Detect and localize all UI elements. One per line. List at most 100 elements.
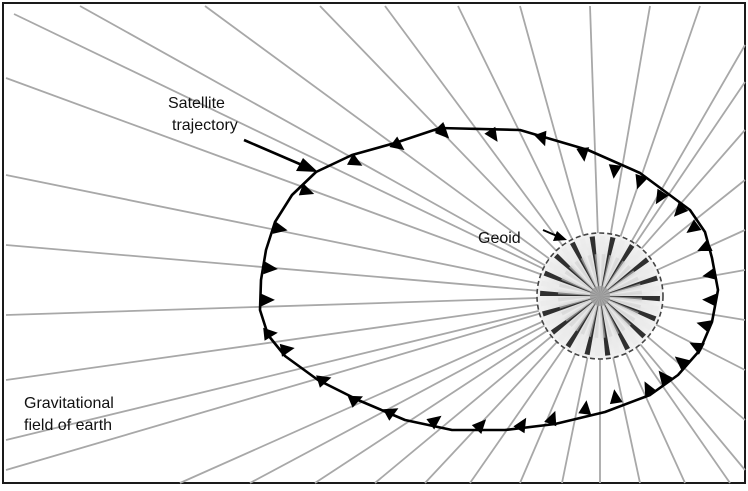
- geoid-spoke: [600, 266, 655, 296]
- geoid-inner-wedge: [600, 276, 639, 296]
- triangle-arrowhead-icon: [655, 188, 669, 205]
- field-line: [319, 5, 601, 297]
- field-line: [5, 174, 601, 297]
- triangle-arrowhead-icon: [544, 410, 557, 427]
- triangle-arrowhead-icon: [702, 267, 718, 280]
- triangle-arrowhead-icon: [279, 343, 295, 357]
- earth-center: [590, 286, 610, 306]
- triangle-arrowhead-icon: [347, 395, 363, 408]
- geoid-inner-wedge: [564, 296, 600, 322]
- triangle-arrowhead-icon: [389, 136, 405, 151]
- geoid-inner-wedge: [600, 296, 641, 309]
- field-line: [13, 13, 601, 297]
- triangle-arrowhead-icon: [686, 219, 702, 233]
- triangle-arrowhead-icon: [697, 239, 713, 251]
- geoid-inner-wedge: [580, 257, 600, 296]
- geoid-inner-wedge: [600, 283, 641, 296]
- triangle-arrowhead-icon: [383, 408, 399, 421]
- triangle-arrowhead-icon: [658, 370, 673, 386]
- triangle-arrowhead-icon: [426, 415, 442, 430]
- triangle-arrowhead-icon: [272, 221, 288, 234]
- triangle-arrowhead-icon: [260, 293, 275, 307]
- geoid-inner-wedge: [600, 296, 636, 322]
- satellite-trajectory-curve: [258, 126, 720, 432]
- geoid-inner-wedge: [569, 296, 600, 327]
- triangle-arrowhead-icon: [673, 202, 689, 217]
- geoid-spoke: [600, 296, 611, 356]
- geoid-inner-wedge: [561, 276, 600, 296]
- triangle-arrowhead-icon: [534, 130, 547, 147]
- geoid-inner-wedge: [559, 283, 600, 296]
- geoid-inner-wedge: [559, 296, 600, 309]
- geoid-inner-wedge: [558, 290, 600, 296]
- geoid-spoke: [579, 238, 600, 296]
- geoid-inner-wedge: [600, 296, 606, 338]
- gravitational-field-label-line2: field of earth: [24, 417, 112, 434]
- geoid-inner-wedge: [600, 296, 631, 327]
- geoid-inner-wedge: [600, 296, 620, 335]
- field-line: [179, 295, 601, 484]
- geoid-radial-arrows: [540, 236, 660, 356]
- geoid-spoke: [570, 241, 600, 296]
- geoid-spoke: [545, 296, 600, 326]
- field-line: [5, 244, 601, 297]
- geoid-inner-wedge: [600, 265, 631, 296]
- geoid-inner-wedge: [594, 296, 600, 338]
- geoid-spoke: [589, 236, 600, 296]
- triangle-arrowhead-icon: [608, 164, 622, 179]
- triangle-arrowhead-icon: [702, 293, 717, 307]
- geoid-inner-wedge: [574, 260, 600, 296]
- triangle-arrowhead-icon: [298, 183, 315, 196]
- triangle-arrowhead-icon: [635, 173, 648, 190]
- field-line: [5, 295, 601, 471]
- geoid-inner-wedge: [569, 265, 600, 296]
- triangle-arrowhead-icon: [609, 389, 623, 405]
- triangle-arrowhead-icon: [347, 153, 363, 166]
- satellite-label-line2: trajectory: [172, 117, 238, 134]
- triangle-arrowhead-icon: [433, 122, 449, 137]
- triangle-arrowhead-icon: [484, 126, 498, 142]
- geoid-spoke: [600, 285, 660, 296]
- geoid-inner-wedge: [600, 296, 639, 316]
- geoid-inner-wedge: [587, 255, 600, 296]
- geoid-inner-wedge: [600, 296, 613, 337]
- triangle-arrowhead-icon: [513, 417, 527, 434]
- geoid-inner-wedge: [600, 296, 626, 332]
- geoid-inner-wedge: [600, 290, 642, 296]
- geoid-inner-wedge: [600, 296, 642, 302]
- geoid-inner-wedge: [558, 296, 600, 302]
- geoid-inner-wedge: [600, 254, 606, 296]
- geoid-spoke: [600, 296, 639, 346]
- geoid-inner-wedge: [574, 296, 600, 332]
- geoid-inner-wedge: [594, 254, 600, 296]
- field-vector-arrowheads: [260, 122, 718, 434]
- field-line: [5, 295, 601, 381]
- triangle-arrowhead-icon: [644, 381, 657, 397]
- geoid-spoke: [540, 296, 600, 307]
- field-line: [5, 295, 601, 316]
- geoid-spoke: [542, 296, 600, 317]
- geoid-spoke: [561, 246, 600, 296]
- triangle-arrowhead-icon: [471, 419, 487, 434]
- triangle-arrowhead-icon: [316, 375, 332, 388]
- geoid-spoke: [600, 296, 630, 351]
- satellite-label-line1: Satellite: [168, 95, 225, 112]
- geoid-label: Geoid: [478, 230, 521, 247]
- geoid-inner-wedge: [587, 296, 600, 337]
- geoid-spoke: [600, 275, 658, 296]
- field-line: [204, 5, 601, 297]
- geoid-callout-arrow: [542, 229, 567, 241]
- triangle-arrowhead-icon: [674, 356, 690, 371]
- geoid-spoke: [600, 296, 621, 354]
- gravitational-field-label-line1: Gravitational: [24, 395, 114, 412]
- triangle-arrowhead-icon: [263, 261, 278, 275]
- geoid-inner-wedge: [600, 257, 620, 296]
- satellite-callout-arrow: [243, 138, 318, 172]
- geoid-inner-wedge: [600, 270, 636, 296]
- field-line: [79, 5, 601, 297]
- triangle-arrowhead-icon: [696, 320, 712, 333]
- geoid-spoke: [600, 257, 650, 296]
- geoid-inner-wedge: [600, 260, 626, 296]
